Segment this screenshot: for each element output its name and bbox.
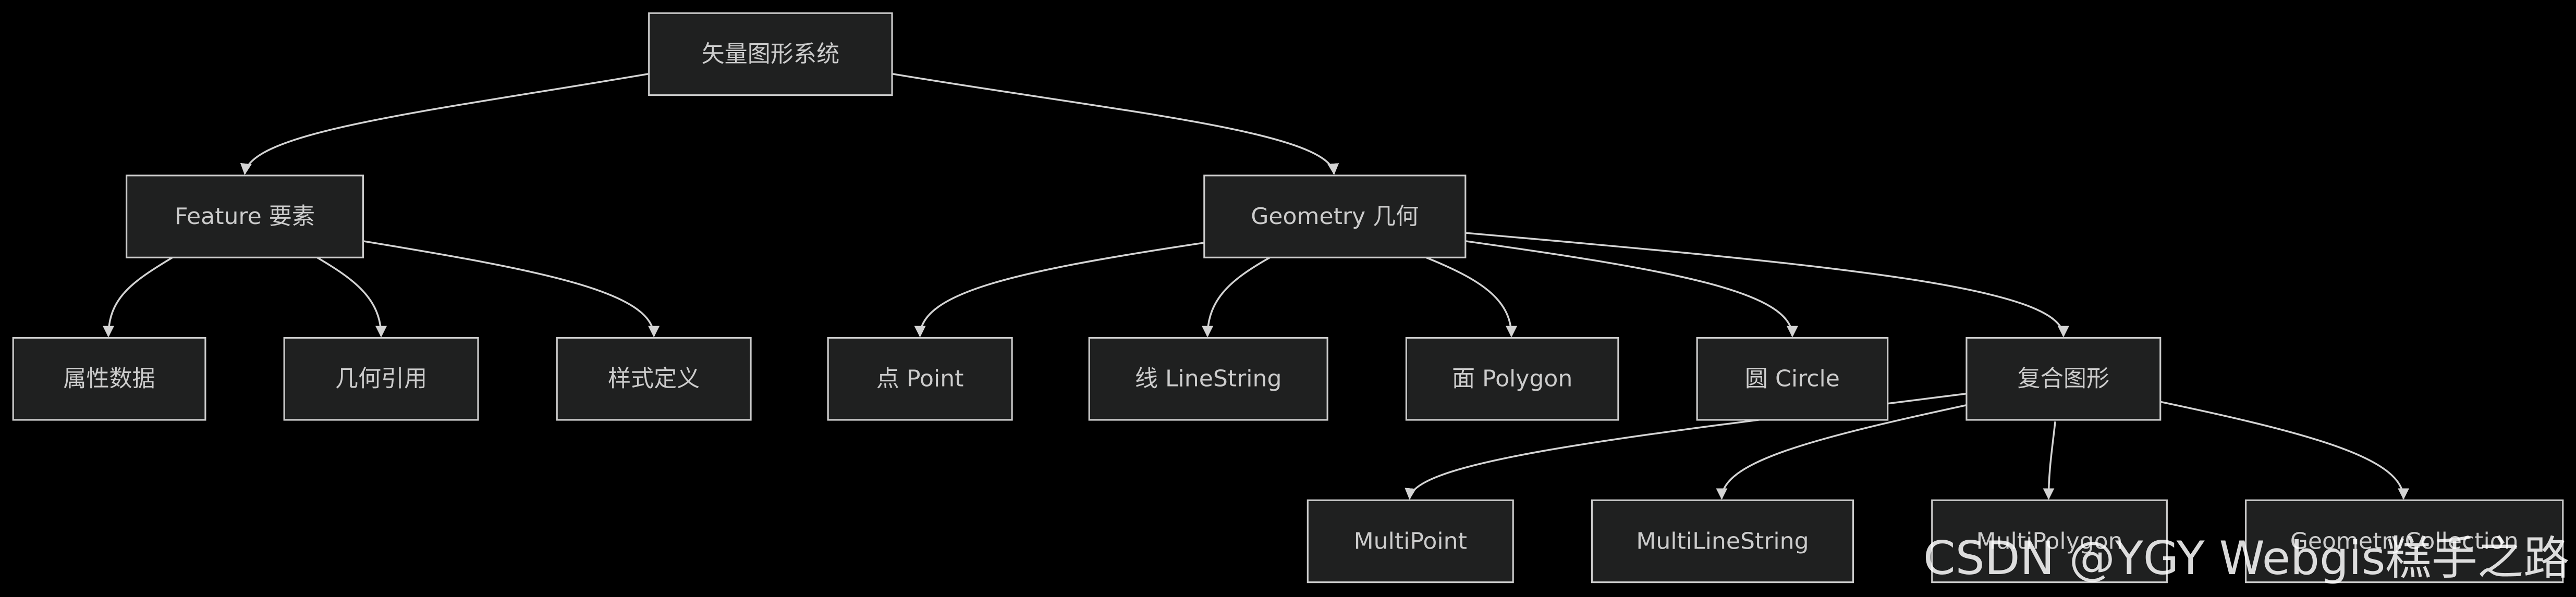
node-circle: 圆 Circle — [1696, 337, 1889, 421]
node-label: 矢量图形系统 — [702, 41, 840, 67]
watermark-text: CSDN @YGY Webgis糕手之路 — [1923, 531, 2569, 585]
node-label: MultiPolygon — [1976, 528, 2123, 554]
node-label: 样式定义 — [608, 366, 700, 392]
edge-feature-to-attribute-data — [102, 256, 173, 338]
node-box — [648, 12, 893, 96]
node-box — [1591, 499, 1854, 583]
node-geometrycollection: GeometryCollection — [2245, 499, 2564, 583]
node-linestring: 线 LineString — [1088, 337, 1328, 421]
edge-composite-to-multilinestring — [1716, 404, 1967, 500]
node-label: MultiPoint — [1354, 528, 1467, 554]
node-box — [556, 337, 752, 421]
node-multipolygon: MultiPolygon — [1931, 499, 2168, 583]
node-polygon: 面 Polygon — [1405, 337, 1619, 421]
node-multipoint: MultiPoint — [1307, 499, 1514, 583]
node-label: 点 Point — [876, 366, 964, 392]
node-geometry-reference: 几何引用 — [283, 337, 479, 421]
edge-geometry-to-linestring — [1202, 256, 1271, 338]
edge-root-to-geometry — [892, 72, 1339, 175]
node-label: 复合图形 — [2018, 366, 2109, 392]
edge-geometry-to-point — [914, 242, 1205, 338]
node-box — [1696, 337, 1889, 421]
node-multilinestring: MultiLineString — [1591, 499, 1854, 583]
nodes: 矢量图形系统 Feature 要素 Geometry 几何 属性数据 几何引用 … — [12, 12, 2564, 583]
node-box — [283, 337, 479, 421]
edge-root-to-feature — [240, 72, 649, 175]
node-label: Geometry 几何 — [1251, 203, 1419, 230]
node-label: 圆 Circle — [1745, 366, 1840, 392]
node-box — [1405, 337, 1619, 421]
edge-geometry-to-polygon — [1425, 256, 1518, 338]
node-vector-graphics-system: 矢量图形系统 — [648, 12, 893, 96]
node-box — [1203, 175, 1467, 258]
node-label: Feature 要素 — [175, 203, 315, 230]
node-box — [827, 337, 1013, 421]
node-attribute-data: 属性数据 — [12, 337, 206, 421]
node-box — [1088, 337, 1328, 421]
edge-feature-to-style-definition — [363, 240, 660, 338]
node-box — [1965, 337, 2162, 421]
node-box — [2245, 499, 2564, 583]
node-label: 几何引用 — [335, 366, 427, 392]
node-feature: Feature 要素 — [126, 175, 364, 258]
node-box — [1931, 499, 2168, 583]
node-label: 线 LineString — [1135, 366, 1282, 392]
node-box — [1307, 499, 1514, 583]
edges — [102, 72, 2410, 500]
edge-composite-to-geometrycollection — [2160, 401, 2410, 500]
node-box — [12, 337, 206, 421]
node-composite: 复合图形 — [1965, 337, 2162, 421]
edge-geometry-to-composite — [1465, 232, 2069, 338]
node-style-definition: 样式定义 — [556, 337, 752, 421]
node-label: MultiLineString — [1636, 528, 1809, 554]
node-label: GeometryCollection — [2290, 528, 2519, 554]
node-box — [126, 175, 364, 258]
edge-feature-to-geometry-reference — [316, 256, 387, 338]
node-label: 面 Polygon — [1452, 366, 1572, 392]
node-geometry: Geometry 几何 — [1203, 175, 1467, 258]
node-point: 点 Point — [827, 337, 1013, 421]
edge-composite-to-multipolygon — [2043, 421, 2056, 500]
edge-geometry-to-circle — [1465, 240, 1798, 338]
node-label: 属性数据 — [63, 366, 155, 392]
